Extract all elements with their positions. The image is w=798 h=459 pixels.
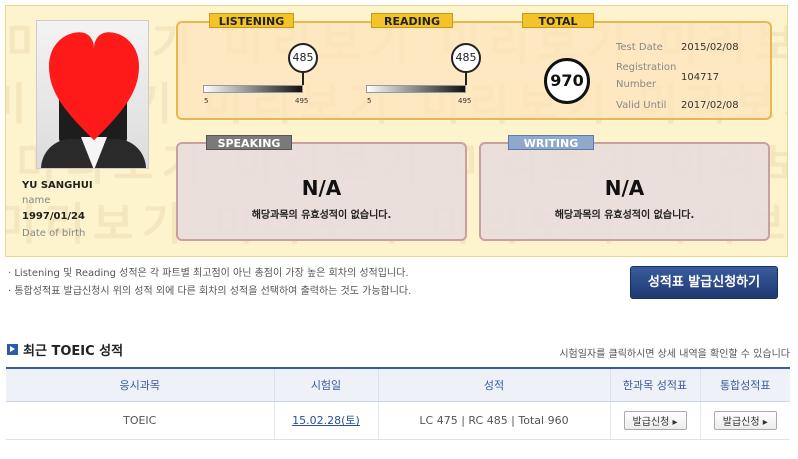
listening-score-bar <box>203 85 303 93</box>
reading-score-pin: 485 <box>451 43 481 73</box>
writing-panel: N/A 해당과목의 유효성적이 없습니다. <box>479 142 770 241</box>
score-card: 미리보기 미리보기 미리보기 미리보기 미리보기 미리보기 미리보기 미리보기 … <box>5 5 788 257</box>
candidate-photo <box>36 20 149 169</box>
note-line: · Listening 및 Reading 성적은 각 파트별 최고점이 아닌 … <box>8 268 409 279</box>
writing-message: 해당과목의 유효성적이 없습니다. <box>554 210 695 221</box>
subject-cell: TOEIC <box>6 401 274 440</box>
score-cell: LC 475 | RC 485 | Total 960 <box>377 401 610 440</box>
test-date-value: 2015/02/08 <box>681 42 739 53</box>
column-header: 성적 <box>377 367 610 402</box>
heart-icon <box>49 32 139 141</box>
listening-score-pin: 485 <box>288 43 318 73</box>
reading-score-bar <box>366 85 466 93</box>
single-report-cell: 발급신청 ▸ <box>609 401 700 440</box>
candidate-name: YU SANGHUI <box>22 180 93 191</box>
column-header: 시험일 <box>273 367 378 402</box>
note-line: · 통합성적표 발급신청시 위의 성적 외에 다른 회차의 성적을 선택하여 출… <box>8 286 412 297</box>
reading-min: 5 <box>367 97 372 105</box>
speaking-message: 해당과목의 유효성적이 없습니다. <box>251 210 392 221</box>
total-tab: TOTAL <box>522 13 594 28</box>
section-arrow-icon <box>7 344 18 355</box>
speaking-value: N/A <box>301 176 342 200</box>
name-label: name <box>22 195 51 206</box>
reading-tab: READING <box>371 13 453 28</box>
listening-reading-panel: 485 5 495 485 5 495 970 Test Date 2015/0… <box>176 21 772 120</box>
writing-value: N/A <box>604 176 645 200</box>
combined-report-button[interactable]: 발급신청 ▸ <box>713 410 777 430</box>
column-header: 응시과목 <box>6 367 274 402</box>
test-date-label: Test Date <box>616 42 663 53</box>
writing-tab: WRITING <box>508 135 594 150</box>
combined-report-cell: 발급신청 ▸ <box>699 401 790 440</box>
notes: · Listening 및 Reading 성적은 각 파트별 최고점이 아닌 … <box>8 265 411 301</box>
single-report-button[interactable]: 발급신청 ▸ <box>623 410 687 430</box>
listening-min: 5 <box>204 97 209 105</box>
column-header: 한과목 성적표 <box>609 367 700 402</box>
registration-number: 104717 <box>681 72 720 83</box>
test-date-link[interactable]: 15.02.28(토) <box>292 414 360 427</box>
listening-tab: LISTENING <box>209 13 294 28</box>
speaking-tab: SPEAKING <box>206 135 292 150</box>
recent-scores-table: 응시과목 시험일 성적 한과목 성적표 통합성적표 TOEIC 15.02.28… <box>6 367 790 440</box>
table-header-row: 응시과목 시험일 성적 한과목 성적표 통합성적표 <box>6 367 790 402</box>
candidate-dob: 1997/01/24 <box>22 211 85 222</box>
table-row: TOEIC 15.02.28(토) LC 475 | RC 485 | Tota… <box>6 401 790 440</box>
section-title: 최근 TOEIC 성적 <box>23 344 124 359</box>
total-score: 970 <box>544 58 590 104</box>
section-note: 시험일자를 클릭하시면 상세 내역을 확인할 수 있습니다 <box>559 349 790 360</box>
listening-max: 495 <box>295 97 309 105</box>
registration-label-2: Number <box>616 79 657 90</box>
registration-label: Registration <box>616 62 677 73</box>
date-cell: 15.02.28(토) <box>273 401 378 440</box>
reading-pin-tail <box>465 71 467 85</box>
reading-max: 495 <box>458 97 472 105</box>
issue-report-button[interactable]: 성적표 발급신청하기 <box>630 266 778 299</box>
listening-pin-tail <box>302 71 304 85</box>
speaking-panel: N/A 해당과목의 유효성적이 없습니다. <box>176 142 467 241</box>
valid-until-value: 2017/02/08 <box>681 100 739 111</box>
dob-label: Date of birth <box>22 228 86 239</box>
column-header: 통합성적표 <box>699 367 790 402</box>
valid-until-label: Valid Until <box>616 100 667 111</box>
